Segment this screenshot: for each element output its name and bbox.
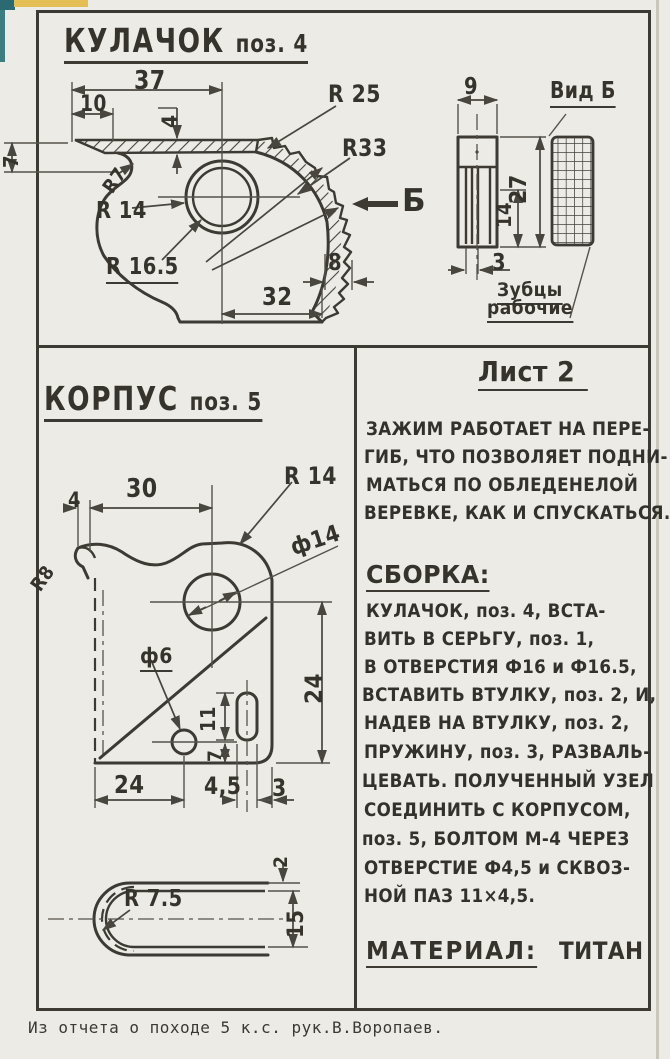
description-line: МАТЬСЯ ПО ОБЛЕДЕНЕЛОЙ [366,474,639,496]
korpus-dim-4: 4 [68,488,81,512]
cam-dim-4: 4 [158,114,182,128]
cam-side-dim-9: 9 [464,74,479,100]
cam-dim-8: 8 [328,250,343,276]
assembly-line: ЦЕВАТЬ. ПОЛУЧЕННЫЙ УЗЕЛ [362,770,655,792]
korpus-dim-7: 7 [204,749,226,762]
assembly-heading: СБОРКА: [366,562,490,592]
scan-edge-right [656,0,659,1059]
korpus-dim-24-right: 24 [300,673,328,704]
korpus-dim-30: 30 [126,474,158,504]
uview-dim-15: 15 [284,909,309,938]
korpus-dia-6: ф6 [140,646,173,672]
material-value: ТИТАН [558,937,644,965]
section-divider-horizontal [36,345,651,348]
teeth-note-line1: Зубцы [497,281,563,305]
korpus-radius-r14: R 14 [284,462,337,490]
assembly-line: ВИТЬ В СЕРЬГУ, поз. 1, [364,628,595,650]
assembly-line: ПРУЖИНУ, поз. 3, РАЗВАЛЬ- [364,741,651,763]
scan-edge-teal [0,0,15,10]
cam-radius-r14: R 14 [96,198,147,224]
cam-side-dim-27: 27 [506,174,532,204]
cam-radius-r33: R33 [342,134,388,162]
korpus-drawing [48,481,339,957]
cam-section-arrow-label: Б [402,183,427,219]
korpus-dim-3: 3 [272,774,287,802]
cam-dim-37: 37 [134,66,166,96]
assembly-line: ВСТАВИТЬ ВТУЛКУ, поз. 2, И, [362,684,657,706]
korpus-title: КОРПУС поз. 5 [44,382,263,422]
korpus-dim-11: 11 [196,706,220,732]
sheet-label: Лист 2 [478,358,588,391]
korpus-dim-24-bottom: 24 [114,770,145,799]
teeth-note-line2: рабочие [487,299,573,323]
cam-dim-32: 32 [262,282,293,311]
cam-dim-10: 10 [80,92,107,117]
cam-dim-7: 7 [0,155,23,168]
cam-side-dim-14: 14 [492,202,516,228]
description-line: ГИБ, ЧТО ПОЗВОЛЯЕТ ПОДНИ- [364,446,668,468]
assembly-line: НАДЕВ НА ВТУЛКУ, поз. 2, [364,712,630,734]
drawing-border-frame [36,10,651,1011]
footer-caption: Из отчета о походе 5 к.с. рук.В.Воропаев… [28,1018,444,1037]
assembly-line: В ОТВЕРСТИЯ Ф16 и Ф16.5, [364,656,637,678]
assembly-line: СОЕДИНИТЬ С КОРПУСОМ, [364,799,631,821]
scan-edge-yellow [14,0,88,7]
uview-dim-2: 2 [270,855,292,868]
description-line: ВЕРЕВКЕ, КАК И СПУСКАТЬСЯ. [364,502,670,524]
cam-drawing [4,82,595,324]
cam-radius-r16-5: R 16.5 [106,256,179,284]
material-label: МАТЕРИАЛ: [366,938,537,968]
assembly-line: КУЛАЧОК, поз. 4, ВСТА- [366,600,606,622]
section-divider-vertical [354,347,357,1008]
material-row: МАТЕРИАЛ: ТИТАН [366,938,653,968]
assembly-line: НОЙ ПАЗ 11×4,5. [364,885,536,907]
korpus-dim-4-5: 4,5 [204,772,242,800]
cam-title: КУЛАЧОК поз. 4 [64,24,309,64]
cam-radius-r25: R 25 [328,80,381,108]
view-b-label: Вид Б [550,80,616,108]
assembly-line: поз. 5, БОЛТОМ М-4 ЧЕРЕЗ [362,828,630,850]
cam-side-dim-3: 3 [492,250,507,276]
assembly-line: ОТВЕРСТИЕ Ф4,5 и СКВОЗ- [364,857,631,879]
scan-edge-teal-left [0,10,5,62]
uview-radius-r7-5: R 7.5 [124,886,183,912]
description-line: ЗАЖИМ РАБОТАЕТ НА ПЕРЕ- [366,418,650,440]
